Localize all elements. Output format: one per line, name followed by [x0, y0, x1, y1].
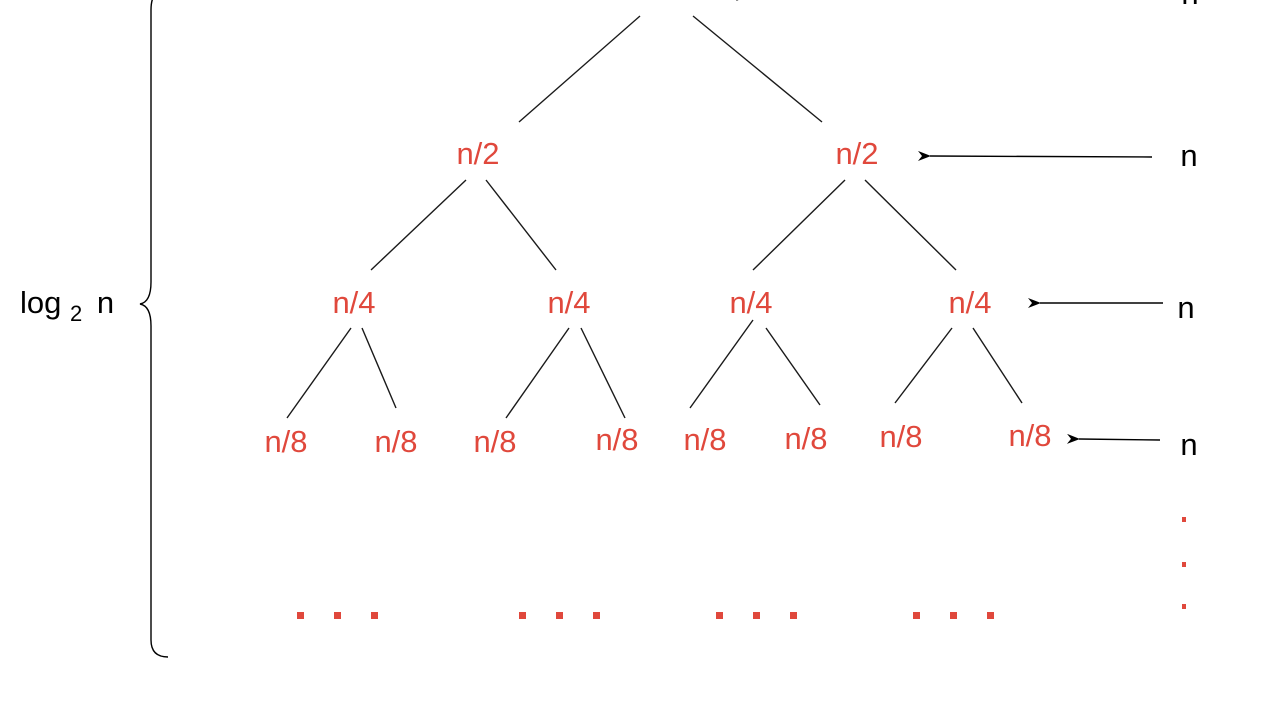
ellipsis-dot — [556, 612, 563, 619]
ellipsis-dot — [753, 612, 760, 619]
ellipsis-group-0 — [297, 612, 378, 619]
edge-l1b-right — [864, 179, 957, 271]
node-l3-5: n/8 — [784, 421, 827, 456]
node-l3-2: n/8 — [473, 424, 516, 459]
ellipsis-dot — [716, 612, 723, 619]
ellipsis-dot — [913, 612, 920, 619]
edge-l1b-left — [752, 179, 846, 271]
edge-l2a-left — [286, 327, 352, 419]
node-l2-2: n/4 — [729, 285, 772, 320]
node-l3-3: n/8 — [595, 422, 638, 457]
ellipsis-dot — [950, 612, 957, 619]
edge-l2b-left — [505, 327, 570, 419]
level-cost-0: n — [1181, 0, 1198, 11]
node-l2-0: n/4 — [332, 285, 375, 320]
ellipsis-dot — [987, 612, 994, 619]
node-l3-1: n/8 — [374, 424, 417, 459]
edge-l2d-right — [972, 327, 1023, 404]
vertical-dot — [1182, 562, 1186, 567]
ellipsis-dot — [790, 612, 797, 619]
level-cost-3: n — [1180, 427, 1197, 462]
depth-brace — [139, 0, 169, 658]
node-l1-0: n/2 — [456, 136, 499, 171]
edge-l2c-right — [765, 327, 821, 406]
ellipsis-dot — [297, 612, 304, 619]
node-root: n — [653, 0, 670, 7]
node-l2-1: n/4 — [547, 285, 590, 320]
depth-label-variable: n — [97, 285, 114, 320]
node-l3-6: n/8 — [879, 419, 922, 454]
edge-root-right — [692, 15, 823, 123]
vertical-ellipsis — [1182, 517, 1186, 609]
ellipsis-dot — [593, 612, 600, 619]
edge-l2b-right — [580, 327, 626, 419]
depth-label: log 2 n — [20, 285, 114, 328]
edge-l1a-right — [485, 179, 557, 271]
node-l2-3: n/4 — [948, 285, 991, 320]
level-cost-2: n — [1177, 290, 1194, 325]
ellipsis-group-3 — [913, 612, 994, 619]
edge-l2d-left — [894, 327, 953, 404]
ellipsis-group-1 — [519, 612, 600, 619]
vertical-dot — [1182, 604, 1186, 609]
vertical-dot — [1182, 517, 1186, 522]
level-cost-1: n — [1180, 138, 1197, 173]
edge-l2c-left — [689, 319, 754, 409]
depth-label-base: log — [20, 285, 61, 320]
node-l3-4: n/8 — [683, 422, 726, 457]
node-l3-0: n/8 — [264, 424, 307, 459]
edge-l2a-right — [361, 327, 397, 409]
arrow-level-1 — [917, 150, 1153, 161]
edge-l1a-left — [370, 179, 467, 271]
ellipsis-dot — [519, 612, 526, 619]
ellipsis-group-2 — [716, 612, 797, 619]
ellipsis-dot — [334, 612, 341, 619]
depth-label-subscript: 2 — [70, 301, 82, 326]
arrow-level-3 — [1066, 433, 1161, 444]
node-l1-1: n/2 — [835, 136, 878, 171]
edge-root-left — [518, 15, 641, 123]
ellipsis-dot — [371, 612, 378, 619]
node-l3-7: n/8 — [1008, 418, 1051, 453]
